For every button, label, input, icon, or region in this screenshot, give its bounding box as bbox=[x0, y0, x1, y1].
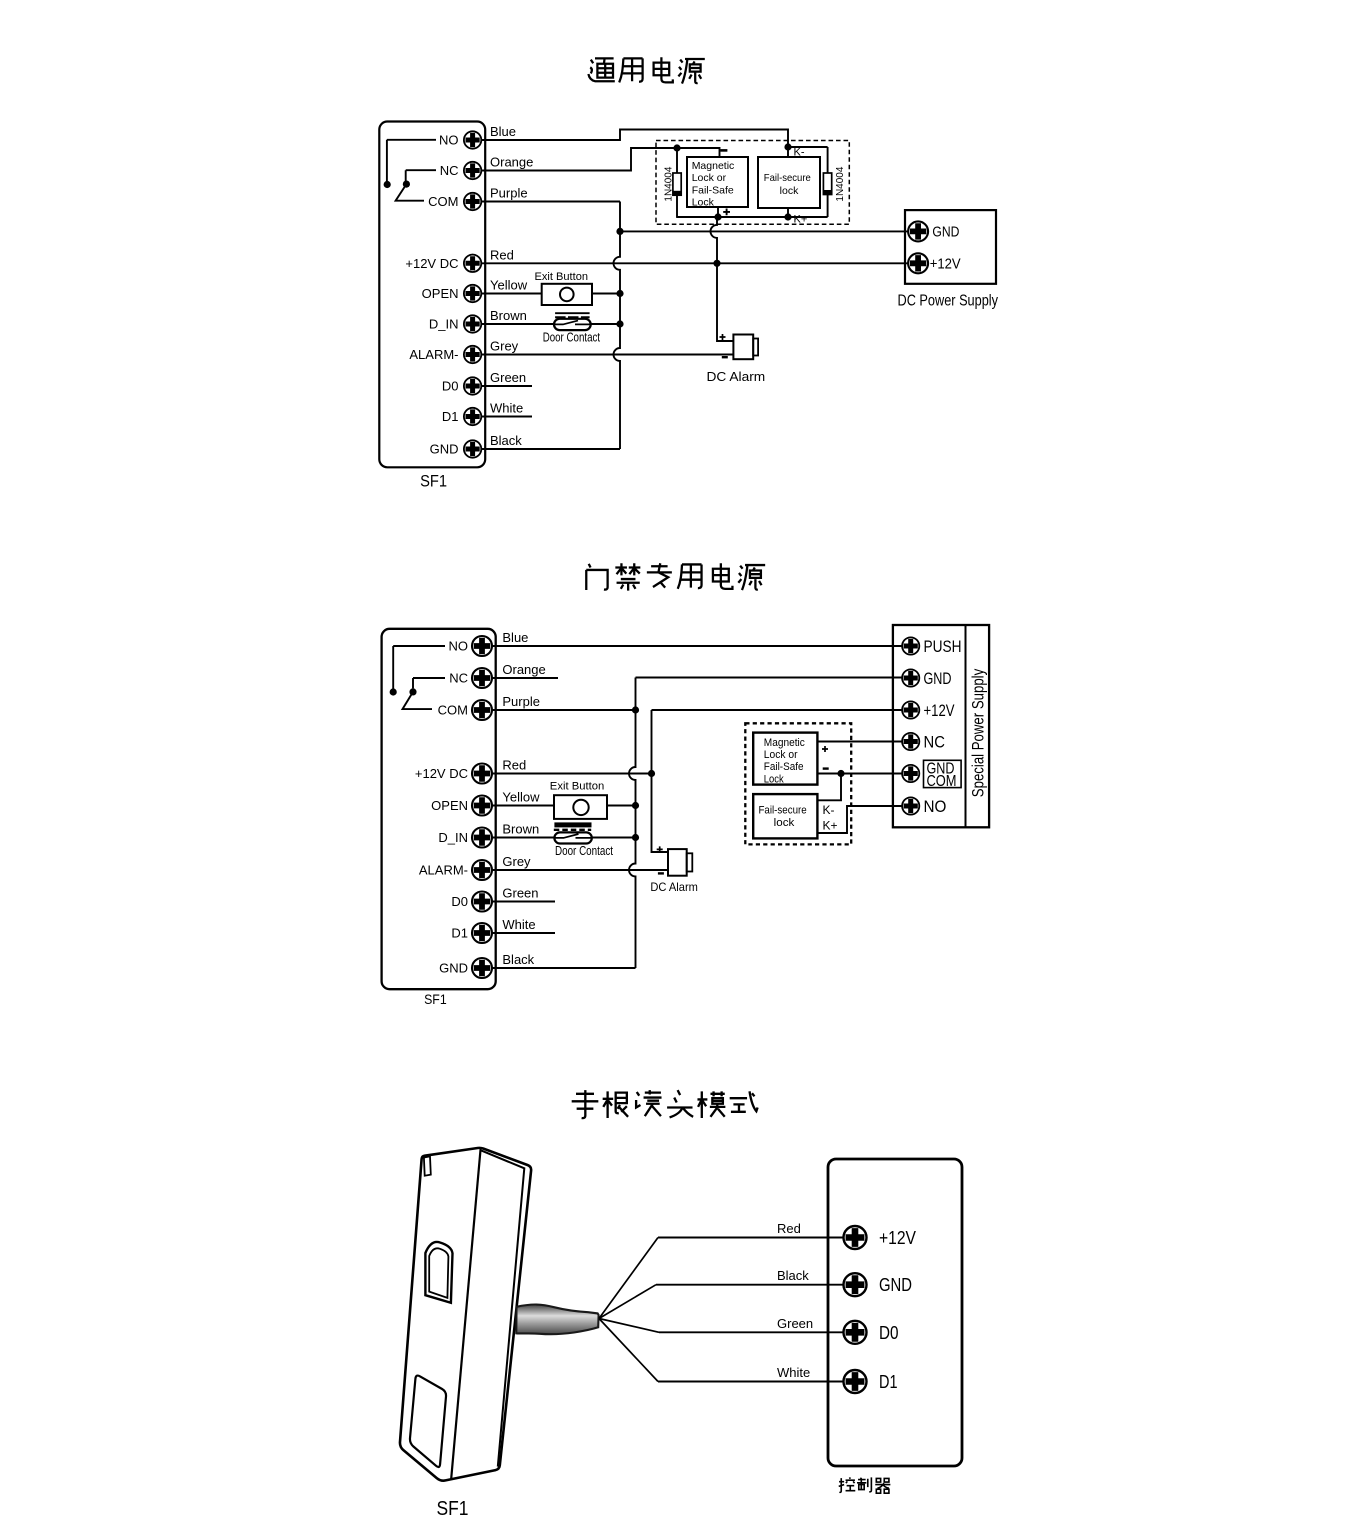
svg-text:Red: Red bbox=[777, 1221, 801, 1236]
svg-text:Brown: Brown bbox=[502, 822, 539, 837]
svg-text:SF1: SF1 bbox=[420, 472, 447, 490]
svg-text:White: White bbox=[502, 917, 535, 932]
svg-text:Door Contact: Door Contact bbox=[555, 844, 613, 858]
svg-text:K+: K+ bbox=[823, 819, 838, 833]
svg-text:SF1: SF1 bbox=[424, 991, 447, 1007]
svg-text:Fail-Safe: Fail-Safe bbox=[692, 184, 734, 196]
svg-text:OPEN: OPEN bbox=[431, 798, 468, 813]
svg-text:D0: D0 bbox=[451, 894, 468, 909]
svg-text:Exit Button: Exit Button bbox=[535, 271, 589, 283]
svg-text:Yellow: Yellow bbox=[490, 278, 528, 293]
svg-text:COM: COM bbox=[927, 773, 957, 790]
svg-text:NC: NC bbox=[440, 163, 459, 178]
svg-text:Blue: Blue bbox=[502, 630, 528, 645]
svg-text:Grey: Grey bbox=[490, 339, 519, 354]
svg-text:ALARM-: ALARM- bbox=[419, 863, 468, 878]
svg-text:Orange: Orange bbox=[490, 155, 533, 170]
svg-text:SF1: SF1 bbox=[437, 1498, 469, 1520]
svg-text:COM: COM bbox=[428, 194, 458, 209]
svg-text:Green: Green bbox=[502, 886, 538, 901]
svg-text:Fail-secure: Fail-secure bbox=[758, 804, 806, 816]
svg-text:Yellow: Yellow bbox=[502, 790, 540, 805]
svg-text:GND: GND bbox=[439, 961, 468, 976]
svg-text:PUSH: PUSH bbox=[924, 637, 962, 656]
svg-text:D_IN: D_IN bbox=[438, 830, 468, 845]
svg-text:GND: GND bbox=[879, 1275, 912, 1295]
svg-text:K+: K+ bbox=[794, 214, 808, 226]
svg-text:Black: Black bbox=[490, 433, 522, 448]
svg-text:K-: K- bbox=[794, 147, 805, 159]
svg-text:ALARM-: ALARM- bbox=[409, 347, 458, 362]
svg-text:D1: D1 bbox=[451, 926, 468, 941]
svg-text:Lock: Lock bbox=[692, 197, 715, 209]
svg-text:+12V: +12V bbox=[879, 1228, 916, 1248]
svg-text:Fail-Safe: Fail-Safe bbox=[764, 761, 804, 773]
svg-text:DC Alarm: DC Alarm bbox=[650, 880, 698, 894]
svg-text:OPEN: OPEN bbox=[422, 286, 459, 301]
svg-text:Fail-secure: Fail-secure bbox=[764, 172, 811, 184]
svg-text:White: White bbox=[490, 401, 523, 416]
svg-text:Black: Black bbox=[502, 952, 534, 967]
svg-text:D1: D1 bbox=[879, 1372, 898, 1392]
svg-text:D0: D0 bbox=[879, 1323, 899, 1343]
svg-text:Orange: Orange bbox=[502, 662, 545, 677]
svg-text:+12V: +12V bbox=[924, 701, 956, 720]
svg-text:Special Power Supply: Special Power Supply bbox=[970, 668, 988, 797]
svg-text:+12V DC: +12V DC bbox=[415, 766, 468, 781]
svg-text:NC: NC bbox=[449, 671, 468, 686]
svg-text:K-: K- bbox=[823, 803, 835, 817]
svg-text:lock: lock bbox=[780, 185, 799, 197]
svg-text:GND: GND bbox=[430, 442, 459, 457]
svg-text:1N4004: 1N4004 bbox=[835, 166, 846, 201]
svg-text:DC Power Supply: DC Power Supply bbox=[898, 293, 999, 310]
svg-text:Magnetic: Magnetic bbox=[764, 737, 805, 749]
svg-text:COM: COM bbox=[438, 703, 468, 718]
svg-text:GND: GND bbox=[932, 223, 959, 240]
svg-text:GND: GND bbox=[924, 669, 952, 688]
svg-text:Green: Green bbox=[777, 1316, 813, 1331]
svg-text:Door Contact: Door Contact bbox=[543, 331, 601, 345]
svg-text:Red: Red bbox=[502, 758, 526, 773]
svg-text:DC Alarm: DC Alarm bbox=[707, 370, 766, 384]
svg-text:D0: D0 bbox=[442, 379, 459, 394]
svg-text:Black: Black bbox=[777, 1268, 809, 1283]
svg-text:+12V: +12V bbox=[930, 255, 961, 272]
svg-text:D_IN: D_IN bbox=[429, 317, 459, 332]
svg-text:+12V DC: +12V DC bbox=[405, 256, 458, 271]
svg-text:Green: Green bbox=[490, 370, 526, 385]
svg-text:GND: GND bbox=[927, 761, 955, 778]
svg-text:D1: D1 bbox=[442, 409, 459, 424]
svg-text:NO: NO bbox=[924, 797, 947, 816]
svg-text:Lock: Lock bbox=[764, 773, 784, 785]
svg-text:Lock or: Lock or bbox=[692, 172, 727, 184]
svg-text:Grey: Grey bbox=[502, 854, 531, 869]
svg-text:Exit Button: Exit Button bbox=[550, 781, 605, 793]
svg-text:lock: lock bbox=[774, 817, 795, 829]
svg-text:Purple: Purple bbox=[502, 694, 540, 709]
svg-text:NO: NO bbox=[439, 133, 459, 148]
svg-text:NO: NO bbox=[449, 639, 469, 654]
svg-text:NC: NC bbox=[924, 733, 945, 752]
svg-text:White: White bbox=[777, 1365, 810, 1380]
svg-text:Magnetic: Magnetic bbox=[692, 160, 735, 172]
svg-text:Brown: Brown bbox=[490, 308, 527, 323]
svg-text:Red: Red bbox=[490, 248, 514, 263]
svg-text:Lock or: Lock or bbox=[764, 749, 798, 761]
svg-text:1N4004: 1N4004 bbox=[663, 166, 674, 201]
svg-text:Blue: Blue bbox=[490, 124, 516, 139]
svg-text:Purple: Purple bbox=[490, 186, 528, 201]
